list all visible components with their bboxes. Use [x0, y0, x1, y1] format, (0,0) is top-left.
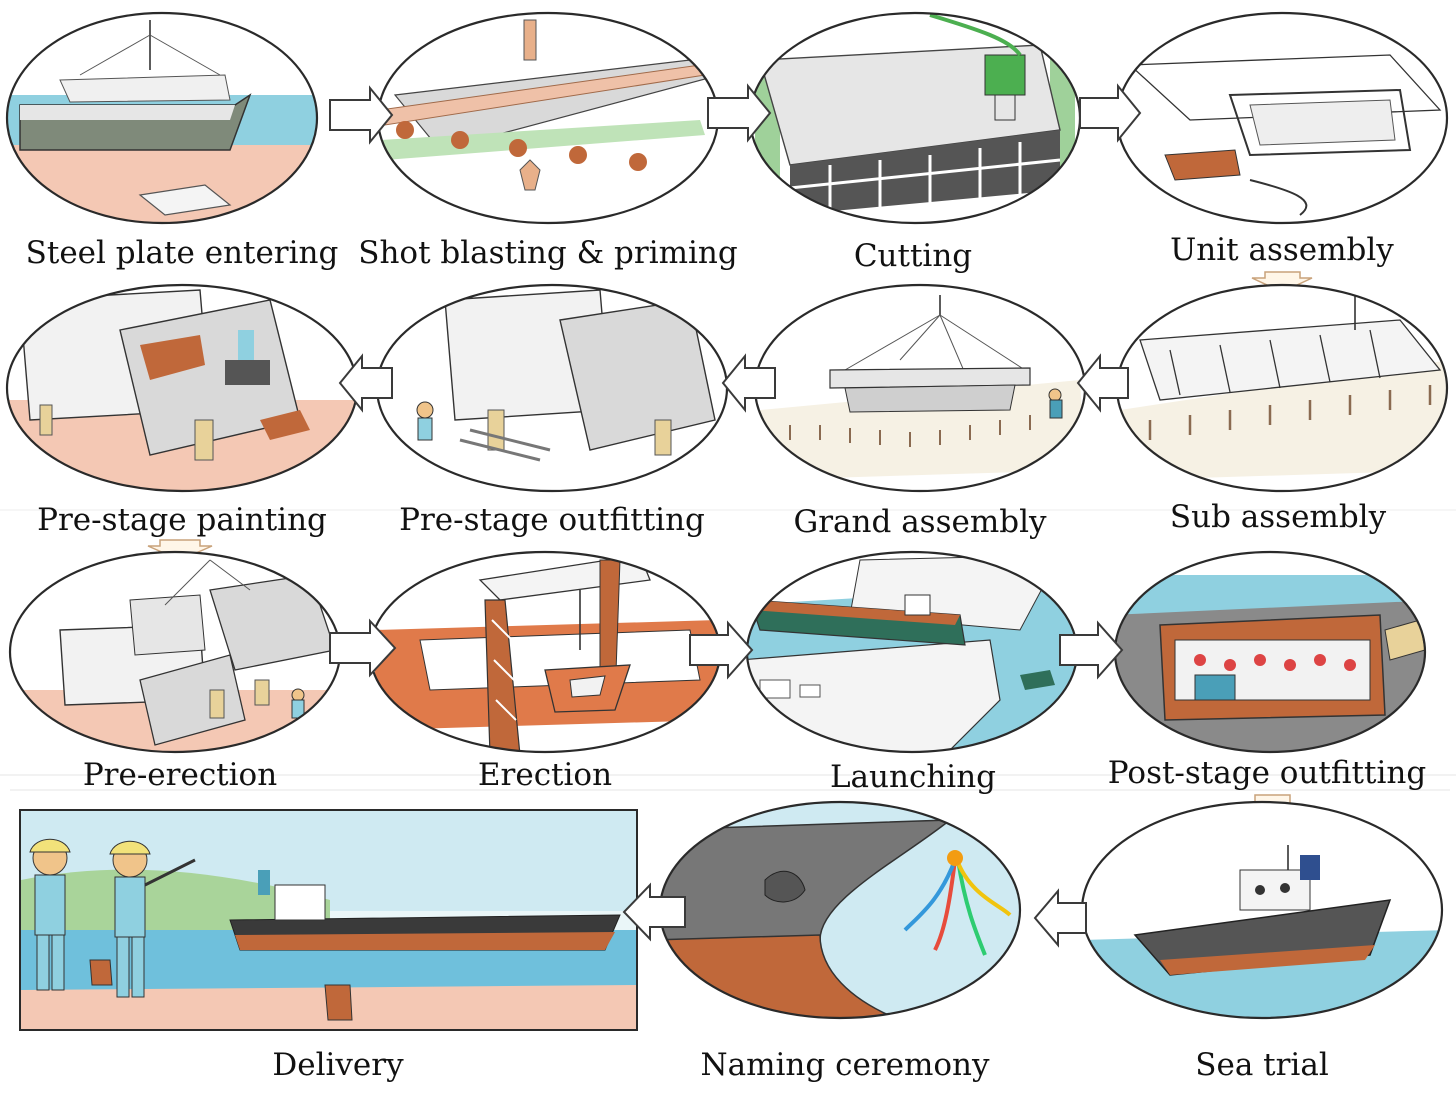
stage-label-post-stage-outfitting: Post-stage outfitting: [1108, 755, 1426, 791]
stage-label-shot-blasting-priming: Shot blasting & priming: [358, 235, 738, 271]
flow-arrow-9-10: [329, 618, 397, 678]
flow-arrow-5-6: [1076, 353, 1129, 413]
stage-grand-assembly: [753, 283, 1087, 493]
flow-arrow-11-12: [1059, 620, 1124, 680]
stage-pre-stage-outfitting: [375, 283, 729, 493]
stage-post-stage-outfitting: [1113, 550, 1427, 754]
stage-cutting: [748, 11, 1082, 225]
stage-naming-ceremony: [658, 800, 1022, 1020]
stage-label-grand-assembly: Grand assembly: [793, 504, 1047, 540]
stage-label-sub-assembly: Sub assembly: [1170, 499, 1387, 535]
stage-delivery: [19, 809, 638, 1031]
flow-arrow-14-15: [622, 882, 686, 942]
stage-shot-blasting-priming: [376, 11, 720, 225]
flow-arrow-3-4: [1079, 83, 1142, 143]
stage-launching: [745, 550, 1079, 754]
stage-label-delivery: Delivery: [272, 1047, 404, 1083]
stage-unit-assembly: [1115, 11, 1449, 225]
stage-label-cutting: Cutting: [854, 238, 972, 274]
worker-figure-left: [29, 838, 71, 991]
stage-pre-erection: [8, 550, 342, 754]
stage-steel-plate-entering: [5, 11, 319, 225]
stage-label-erection: Erection: [478, 757, 612, 793]
stage-label-steel-plate-entering: Steel plate entering: [26, 235, 339, 271]
flow-arrow-13-14: [1033, 888, 1087, 948]
confetti-ribbons: [903, 850, 1012, 956]
stage-erection: [368, 550, 722, 754]
flow-arrow-10-11: [689, 620, 754, 680]
stage-label-pre-erection: Pre-erection: [83, 757, 277, 793]
stage-pre-stage-painting: [5, 283, 359, 493]
stage-label-pre-stage-outfitting: Pre-stage outfitting: [399, 502, 705, 538]
stage-label-launching: Launching: [830, 759, 996, 795]
stage-sea-trial: [1080, 800, 1444, 1020]
flow-arrow-7-8: [338, 353, 393, 413]
worker-figure-right: [109, 840, 196, 998]
stage-sub-assembly: [1115, 283, 1449, 493]
stage-label-unit-assembly: Unit assembly: [1170, 232, 1394, 268]
stage-label-naming-ceremony: Naming ceremony: [701, 1047, 990, 1083]
stage-label-pre-stage-painting: Pre-stage painting: [37, 502, 327, 538]
flow-arrow-1-2: [329, 85, 394, 145]
flow-arrow-2-3: [707, 83, 772, 143]
flow-arrow-6-7: [721, 353, 776, 413]
stage-label-sea-trial: Sea trial: [1195, 1047, 1329, 1083]
